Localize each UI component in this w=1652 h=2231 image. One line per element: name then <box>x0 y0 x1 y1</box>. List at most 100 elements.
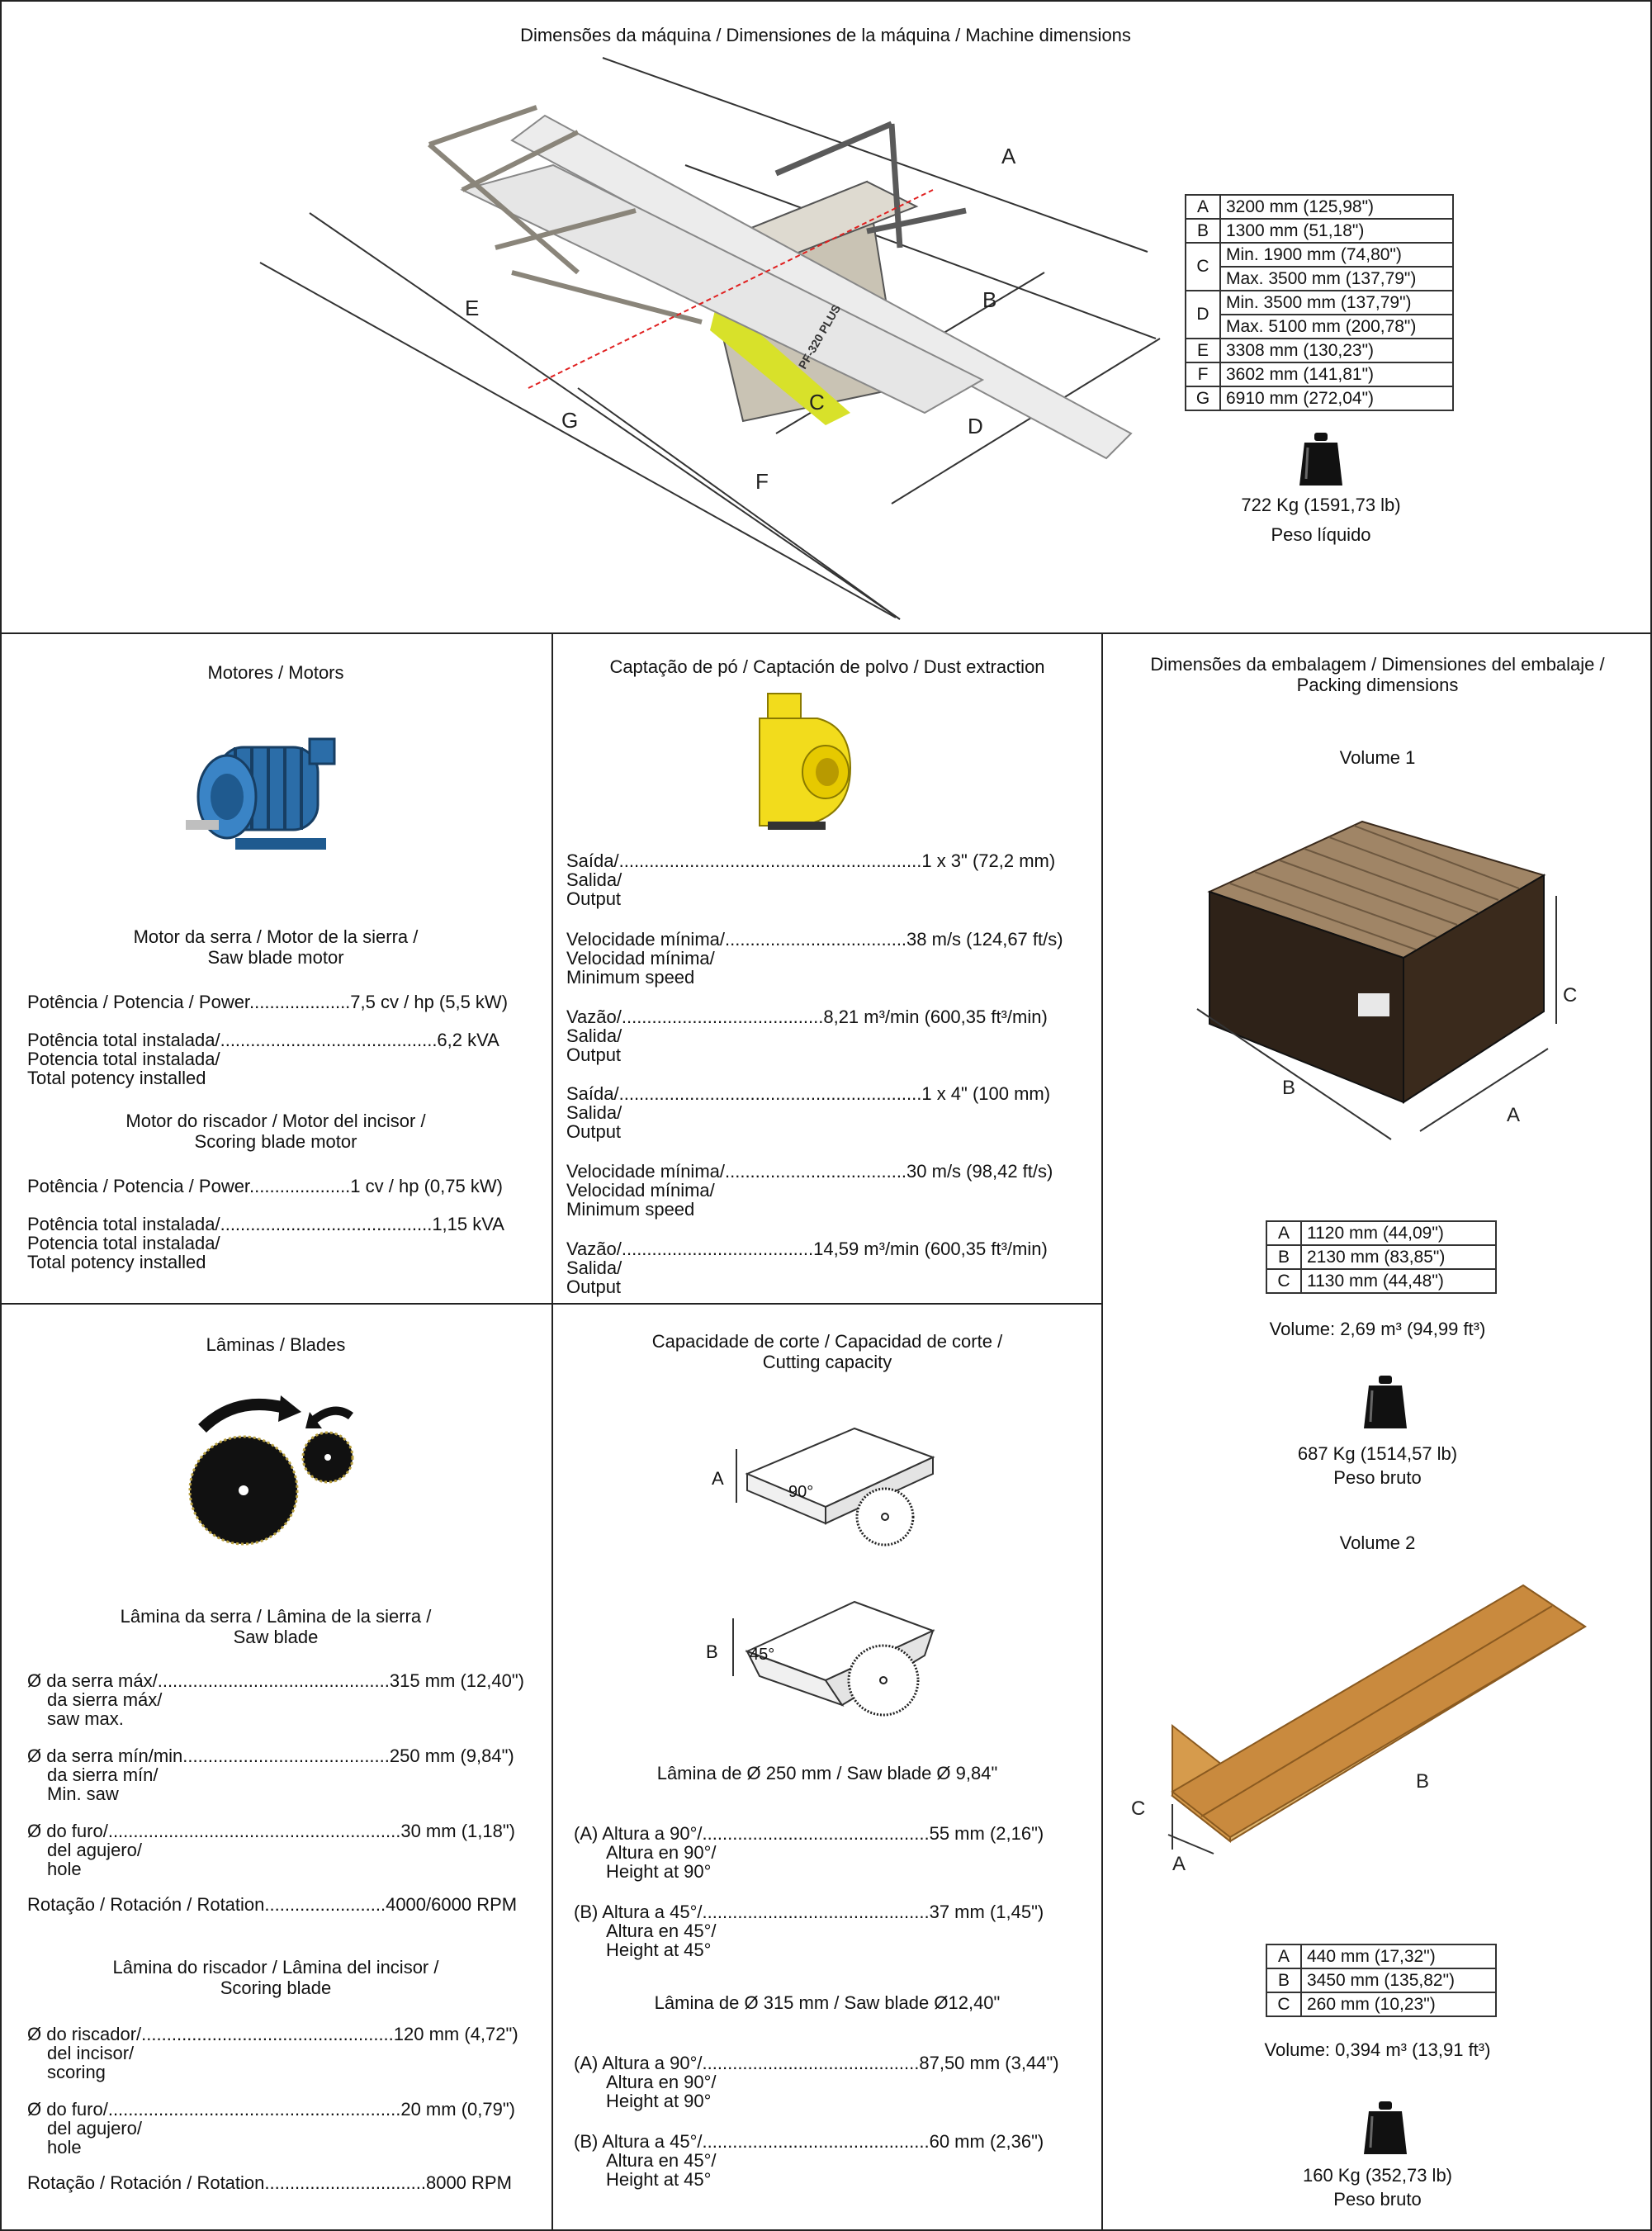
machine-drawing: A B C D E G F PF-320 PLUS <box>259 57 1161 620</box>
machine-letter-c: C <box>809 390 825 414</box>
volume1-letter-c: C <box>1563 984 1577 1007</box>
dim-value: 6910 mm (272,04") <box>1219 386 1454 411</box>
cut-spec-line: Altura en 45°/ <box>606 1921 717 1941</box>
dim-value: 260 mm (10,23") <box>1300 1992 1497 2017</box>
dust-spec-line: Output <box>566 888 622 909</box>
volume2-letter-c: C <box>1131 1798 1145 1820</box>
cut-spec-line: Height at 90° <box>606 1861 712 1882</box>
blade-spec-line: Ø do furo/..............................… <box>27 2099 515 2120</box>
blade-spec-line: del incisor/ <box>47 2043 135 2063</box>
scoring-motor-power: Potência / Potencia / Power.............… <box>27 1176 503 1196</box>
machine-title: Dimensões da máquina / Dimensiones de la… <box>520 25 1131 45</box>
saw-motor-installed-en: Total potency installed <box>27 1068 206 1088</box>
blade-spec-line: Min. saw <box>47 1783 119 1804</box>
saw-motor-title: Motor da serra / Motor de la sierra / Sa… <box>0 926 551 968</box>
scoring-blade-title-line2: Scoring blade <box>220 1978 332 1998</box>
dust-spec-line: Vazão/..................................… <box>566 1007 1048 1027</box>
dim-key: A <box>1185 194 1221 220</box>
dim-key: C <box>1266 1268 1302 1294</box>
cut-spec-line: (B) Altura a 45°/.......................… <box>574 2131 1044 2152</box>
volume1-volume: Volume: 2,69 m³ (94,99 ft³) <box>1269 1319 1486 1339</box>
divider-col1 <box>551 632 553 2231</box>
dust-spec-line: Output <box>566 1121 622 1142</box>
dim-value: 3602 mm (141,81") <box>1219 362 1454 387</box>
blade-spec-line: Ø da serra mín/min......................… <box>27 1745 514 1766</box>
dim-value: Max. 3500 mm (137,79") <box>1219 266 1454 291</box>
blade-spec-line: da sierra mín/ <box>47 1764 159 1785</box>
machine-letter-d: D <box>968 414 983 438</box>
machine-letter-b: B <box>982 287 996 312</box>
scoring-motor-title-line1: Motor do riscador / Motor del incisor / <box>125 1111 426 1131</box>
dust-spec-line: Minimum speed <box>566 967 695 988</box>
dust-spec-line: Velocidad mínima/ <box>566 948 715 969</box>
dim-key: F <box>1185 362 1221 387</box>
blade-spec-line: hole <box>47 2137 82 2158</box>
volume2-volume: Volume: 0,394 m³ (13,91 ft³) <box>1264 2039 1491 2060</box>
weight-icon <box>1364 2101 1407 2154</box>
dim-value: 2130 mm (83,85") <box>1300 1244 1497 1270</box>
dust-spec-line: Velocidade mínima/......................… <box>566 929 1063 950</box>
dust-spec-line: Output <box>566 1044 622 1065</box>
blade-spec-line: da sierra máx/ <box>47 1689 163 1710</box>
packing-title-line1: Dimensões da embalagem / Dimensiones del… <box>1150 654 1605 675</box>
saw-motor-installed: Potência total instalada/...............… <box>27 1030 499 1050</box>
dim-key: G <box>1185 386 1221 411</box>
cut-spec-line: (A) Altura a 90°/.......................… <box>574 1823 1044 1844</box>
blade-spec-line: saw max. <box>47 1708 124 1729</box>
volume2-weight: 160 Kg (352,73 lb) <box>1302 2165 1453 2186</box>
volume2-title: Volume 2 <box>1339 1532 1416 1553</box>
dim-value: Min. 1900 mm (74,80") <box>1219 242 1454 268</box>
dim-key: C <box>1266 1992 1302 2017</box>
cut-spec-line: (B) Altura a 45°/.......................… <box>574 1902 1044 1922</box>
saw-blade-title: Lâmina da serra / Lâmina de la sierra / … <box>0 1606 551 1647</box>
blades-icon <box>188 1395 354 1546</box>
dim-key: B <box>1266 1968 1302 1993</box>
volume2-letter-a: A <box>1172 1853 1186 1875</box>
cut-spec-line: Altura en 45°/ <box>606 2150 717 2171</box>
dust-spec-line: Salida/ <box>566 1026 622 1046</box>
divider-mid <box>0 1303 1103 1305</box>
machine-weight: 722 Kg (1591,73 lb) <box>1241 495 1401 515</box>
dust-spec-line: Salida/ <box>566 1102 622 1123</box>
dust-spec-line: Vazão/..................................… <box>566 1239 1048 1259</box>
cut-90-angle: 90° <box>788 1483 813 1501</box>
blade315-title: Lâmina de Ø 315 mm / Saw blade Ø12,40" <box>654 1992 1001 2013</box>
machine-letter-f: F <box>755 469 769 494</box>
dim-value: Max. 5100 mm (200,78") <box>1219 314 1454 339</box>
packing-title: Dimensões da embalagem / Dimensiones del… <box>1103 654 1652 695</box>
dim-value: 1300 mm (51,18") <box>1219 218 1454 244</box>
volume2-crate-drawing: C A B <box>1131 1584 1587 1875</box>
machine-letter-g: G <box>561 408 578 433</box>
cut-spec-line: (A) Altura a 90°/.......................… <box>574 2053 1059 2073</box>
volume1-weight: 687 Kg (1514,57 lb) <box>1297 1443 1458 1464</box>
blade-spec-line: Ø do furo/..............................… <box>27 1821 515 1841</box>
blade250-title: Lâmina de Ø 250 mm / Saw blade Ø 9,84" <box>656 1763 998 1783</box>
blade-spec-line: Rotação / Rotación / Rotation...........… <box>27 1894 518 1915</box>
dim-key: E <box>1185 338 1221 363</box>
divider-col2 <box>1101 632 1103 2231</box>
blade-spec-line: Ø da serra máx/.........................… <box>27 1670 524 1691</box>
cut-spec-line: Height at 90° <box>606 2091 712 2111</box>
volume1-title: Volume 1 <box>1339 747 1416 768</box>
motor-icon <box>186 737 336 850</box>
dust-spec-line: Output <box>566 1277 622 1297</box>
blade-spec-line: hole <box>47 1859 82 1879</box>
scoring-motor-title: Motor do riscador / Motor del incisor / … <box>0 1111 551 1152</box>
saw-motor-installed-es: Potencia total instalada/ <box>27 1049 220 1069</box>
cut-spec-line: Altura en 90°/ <box>606 1842 717 1863</box>
volume2-letter-b: B <box>1416 1770 1429 1793</box>
dim-value: Min. 3500 mm (137,79") <box>1219 290 1454 315</box>
dust-extractor-icon <box>759 693 852 830</box>
blade-spec-line: del agujero/ <box>47 1840 142 1860</box>
dust-spec-line: Salida/ <box>566 869 622 890</box>
